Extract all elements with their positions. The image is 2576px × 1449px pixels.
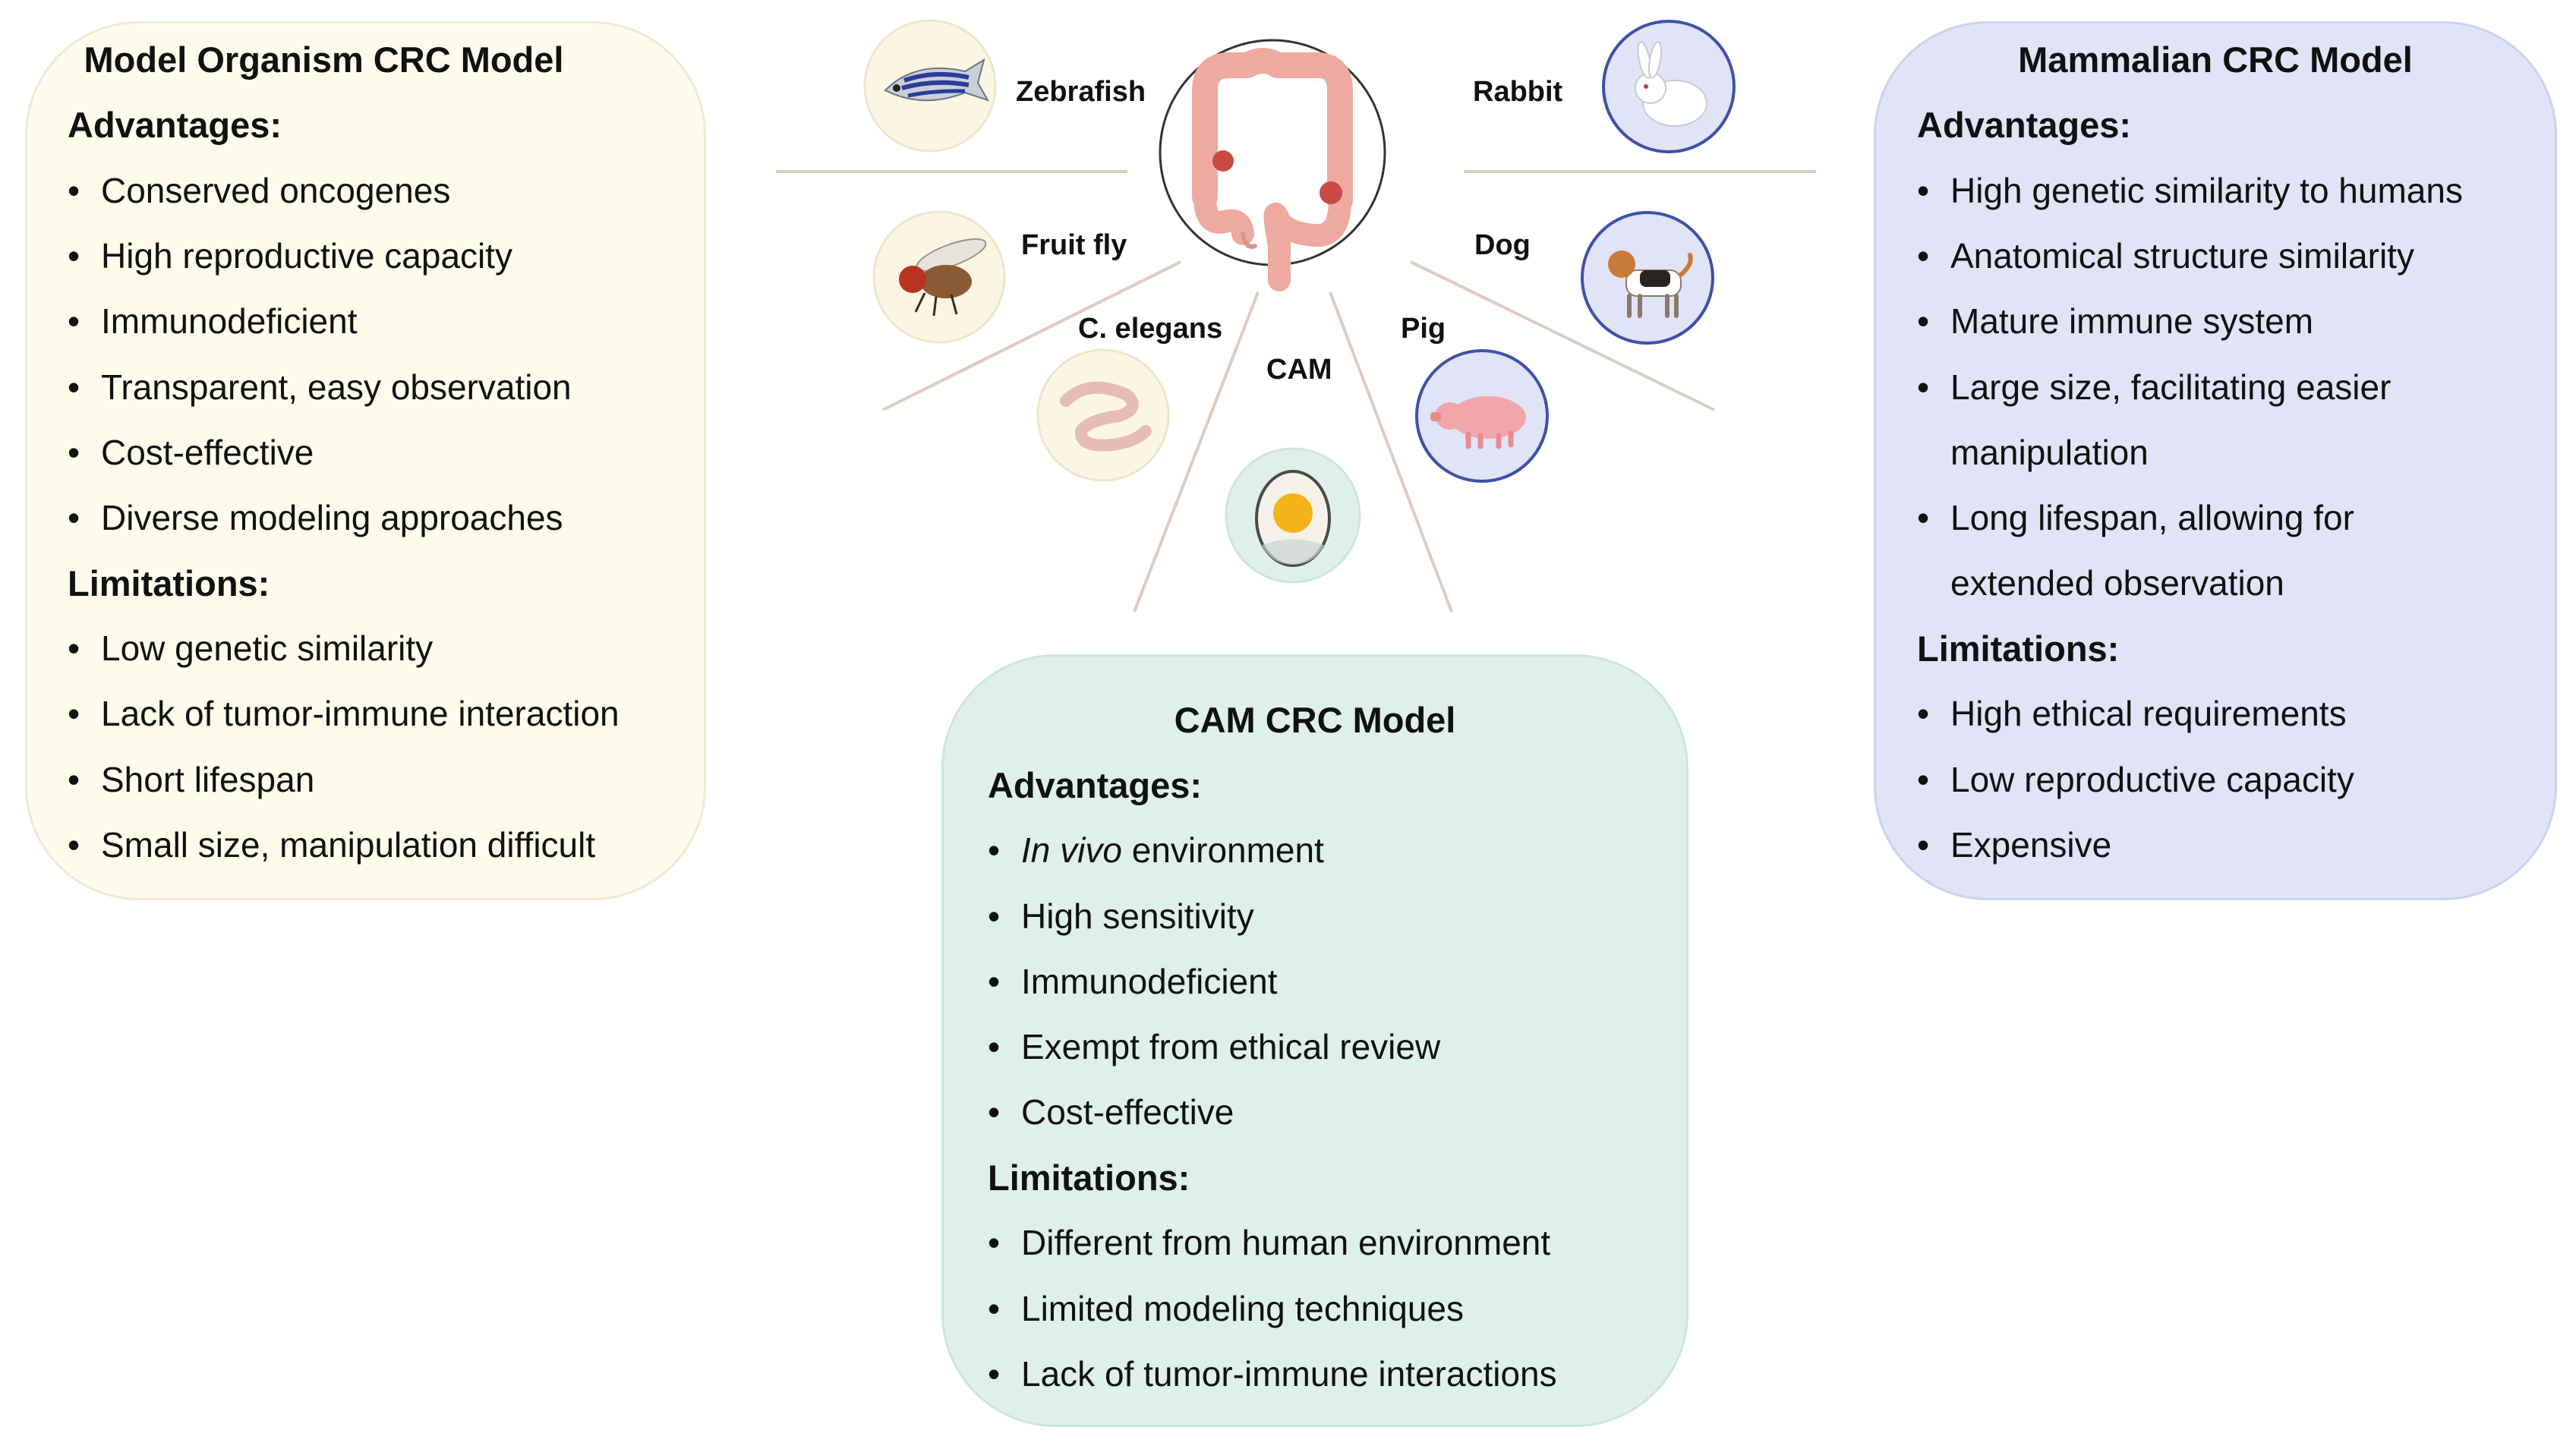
limitations-heading: Limitations: — [988, 1158, 1190, 1198]
cam-panel: CAM CRC Model Advantages: •In vivo envir… — [941, 654, 1688, 1427]
egg-icon — [1225, 447, 1361, 584]
list-item: •Low genetic similarity — [68, 628, 434, 668]
list-item: •Immunodeficient — [68, 301, 358, 341]
list-item: •Lack of tumor-immune interaction — [68, 694, 620, 733]
list-item: •High ethical requirements — [1917, 694, 2347, 733]
label-pig: Pig — [1401, 313, 1446, 345]
dog-icon — [1581, 211, 1714, 345]
label-cam: CAM — [1266, 354, 1332, 386]
list-item: •High genetic similarity to humans — [1917, 171, 2463, 210]
zebrafish-icon — [863, 19, 997, 153]
connector-line — [882, 260, 1181, 411]
list-item: •Long lifespan, allowing for — [1917, 498, 2354, 537]
pig-icon — [1415, 349, 1549, 483]
colon-with-tumors-icon — [1159, 39, 1386, 291]
label-dog: Dog — [1474, 229, 1531, 261]
label-rabbit: Rabbit — [1473, 76, 1563, 108]
advantages-heading: Advantages: — [988, 765, 1203, 805]
list-item: •High sensitivity — [988, 896, 1254, 936]
list-item-continuation: extended observation — [1950, 563, 2284, 603]
list-item: •Short lifespan — [68, 760, 315, 799]
list-item: •Small size, manipulation difficult — [68, 825, 596, 865]
label-zebrafish: Zebrafish — [1016, 76, 1146, 108]
advantages-heading: Advantages: — [68, 105, 282, 145]
list-item: •Low reproductive capacity — [1917, 760, 2354, 799]
list-item: •Different from human environment — [988, 1223, 1551, 1262]
list-item: •In vivo environment — [988, 830, 1324, 870]
panel-title: CAM CRC Model — [1174, 700, 1456, 740]
list-item: •Large size, facilitating easier — [1917, 367, 2392, 407]
panel-title: Mammalian CRC Model — [2018, 39, 2413, 80]
panel-title: Model Organism CRC Model — [84, 39, 564, 80]
list-item: •Exempt from ethical review — [988, 1027, 1441, 1066]
rabbit-icon — [1602, 20, 1736, 153]
limitations-heading: Limitations: — [1917, 628, 2120, 669]
mammalian-panel: Mammalian CRC Model Advantages: •High ge… — [1874, 21, 2557, 900]
list-item: •Mature immune system — [1917, 301, 2314, 341]
list-item: •Immunodeficient — [988, 962, 1278, 1001]
list-item: •High reproductive capacity — [68, 236, 513, 276]
worm-icon — [1036, 348, 1170, 482]
list-item-continuation: manipulation — [1950, 433, 2149, 472]
list-item: •Cost-effective — [68, 433, 314, 472]
connector-line — [1329, 291, 1453, 613]
list-item: •Expensive — [1917, 825, 2112, 865]
advantages-heading: Advantages: — [1917, 105, 2132, 145]
list-item: •Limited modeling techniques — [988, 1289, 1465, 1328]
list-item: •Lack of tumor-immune interactions — [988, 1354, 1557, 1394]
list-item: •Diverse modeling approaches — [68, 498, 563, 537]
limitations-heading: Limitations: — [68, 563, 270, 603]
label-fruit-fly: Fruit fly — [1021, 229, 1127, 261]
organism-panel: Model Organism CRC Model Advantages: •Co… — [25, 21, 706, 900]
connector-line — [1410, 260, 1715, 411]
label-c-elegans: C. elegans — [1078, 313, 1223, 345]
fruit-fly-icon — [872, 210, 1006, 344]
connector-line — [1133, 291, 1260, 613]
list-item: •Conserved oncogenes — [68, 171, 451, 210]
list-item: •Cost-effective — [988, 1092, 1234, 1132]
list-item: •Transparent, easy observation — [68, 367, 572, 407]
list-item: •Anatomical structure similarity — [1917, 236, 2414, 276]
